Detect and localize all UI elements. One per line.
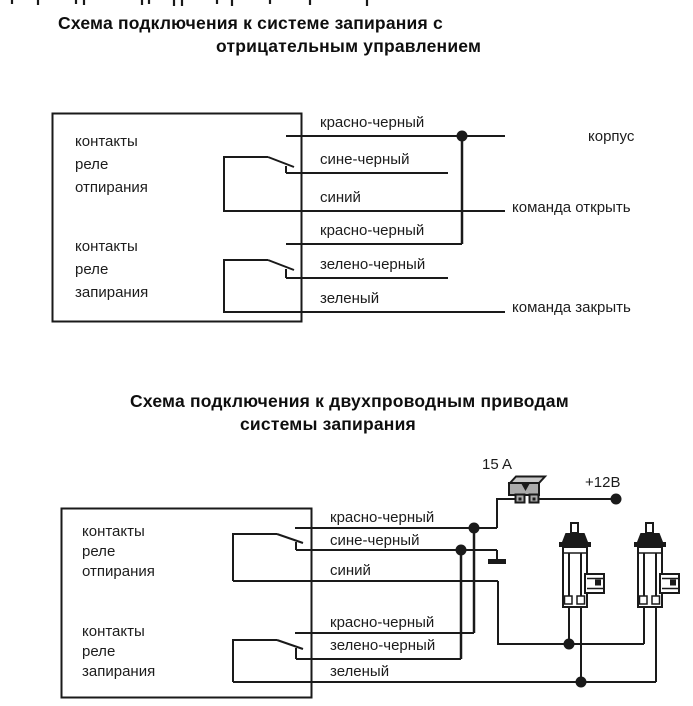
diagram1-title-line1: Схема подключения к системе запирания с bbox=[58, 13, 443, 33]
diagram2-unlock-relay-label: контакты реле отпирания bbox=[82, 523, 155, 580]
annotation-body-ground: корпус bbox=[588, 128, 635, 145]
diagram1-lock-relay-label: контакты реле запирания bbox=[75, 238, 149, 301]
power-12v-label: +12В bbox=[585, 474, 621, 491]
diagram1-wires bbox=[223, 135, 505, 313]
wire-label-red-black: красно-черный bbox=[320, 114, 425, 131]
annotation-command-close: команда закрыть bbox=[512, 299, 631, 316]
diagram2-relay-contacts bbox=[232, 533, 304, 682]
wire-label-green-black: зелено-черный bbox=[320, 256, 426, 273]
wire-label-green: зеленый bbox=[320, 290, 380, 307]
diagram1-unlock-relay-label: контакты реле отпирания bbox=[75, 133, 148, 196]
diagram2-title-line2: системы запирания bbox=[240, 414, 416, 434]
actuator-icon-left bbox=[558, 522, 605, 608]
diagram1-title-line2: отрицательным управлением bbox=[216, 36, 482, 56]
wire-label-red-black: красно-черный bbox=[320, 222, 425, 239]
diagram2-relay-box bbox=[60, 507, 313, 699]
wire-label-blue: синий bbox=[320, 189, 361, 206]
diagram1-relay-contacts bbox=[223, 156, 295, 312]
wire-label-blue-black: сине-черный bbox=[320, 151, 410, 168]
diagram1-junction-dot bbox=[456, 130, 468, 142]
diagram2-junction-dots bbox=[455, 493, 622, 688]
wire-label-green: зеленый bbox=[330, 663, 390, 680]
wire-label-red-black: красно-черный bbox=[330, 509, 435, 526]
wire-label-green-black: зелено-черный bbox=[330, 637, 436, 654]
wire-label-red-black: красно-черный bbox=[330, 614, 435, 631]
wire-label-blue: синий bbox=[330, 562, 371, 579]
diagram2-lock-relay-label: контакты реле запирания bbox=[82, 623, 156, 680]
clipped-text-fragments bbox=[10, 0, 369, 6]
annotation-command-open: команда открыть bbox=[512, 199, 631, 216]
fuse-rating-label: 15 A bbox=[482, 456, 513, 473]
ground-icon bbox=[488, 550, 506, 564]
actuator-icon-right bbox=[633, 522, 680, 608]
fuse-icon bbox=[507, 475, 548, 504]
diagram1-relay-box bbox=[51, 112, 303, 323]
diagram2-title-line1: Схема подключения к двухпроводным привод… bbox=[130, 391, 569, 411]
wire-label-blue-black: сине-черный bbox=[330, 532, 420, 549]
